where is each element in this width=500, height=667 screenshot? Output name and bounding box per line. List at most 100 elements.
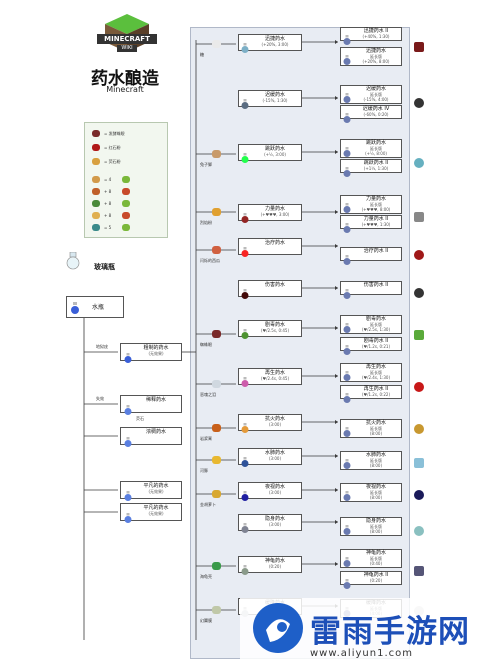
- potion-bottle-icon: [241, 518, 249, 537]
- result-name: 再生药水: [365, 364, 386, 370]
- result-line2: 延长版: [370, 322, 382, 327]
- result-bottle-icon: [343, 218, 351, 237]
- minecraft-wiki-logo: MINECRAFT WIKI: [97, 12, 157, 60]
- result-name: 治疗药水 II: [363, 248, 389, 254]
- result-box: 跳跃药水 II(+1¼, 1:30): [340, 159, 402, 177]
- branch-result-name: 平凡的药水: [143, 505, 169, 511]
- ingredient-icon: [212, 424, 221, 432]
- result-line3: (8:00): [369, 431, 383, 436]
- potion-bottle-icon: [241, 284, 249, 303]
- result-line2: 延长版: [370, 556, 382, 561]
- legend-result-icon: [122, 188, 130, 195]
- potion-name: 再生药水: [264, 370, 285, 376]
- branch-result-box: 平凡的药水(无效果): [120, 481, 182, 501]
- result-box: 夜视药水延长版(8:00): [340, 483, 402, 502]
- potion-box: 迟缓药水(-15%, 1:30): [238, 90, 302, 109]
- legend-result-icon: [122, 176, 130, 183]
- branch-result-name: 稀释药水: [145, 397, 166, 403]
- result-name: 伤害药水 II: [363, 282, 389, 288]
- result-box: 剧毒药水延长版(♥/2.5s, 1:30): [340, 315, 402, 334]
- glass-bottle-icon: [66, 251, 80, 270]
- ingredient-label: 闪烁的西瓜: [200, 258, 220, 263]
- result-name: 再生药水 II: [363, 386, 389, 392]
- legend-label: = 发酵蛛眼: [104, 131, 125, 136]
- potion-bottle-icon: [241, 452, 249, 471]
- potion-box: 夜视药水(3:00): [238, 482, 302, 501]
- ingredient-icon: [212, 380, 221, 388]
- result-box: 伤害药水 II: [340, 281, 402, 299]
- ingredient-icon: [212, 562, 221, 570]
- result-name: 跳跃药水 II: [363, 160, 389, 166]
- potion-name: 夜视药水: [264, 484, 285, 490]
- result-box: 力量药水延长版(+♥♥♥, 8:00): [340, 195, 402, 214]
- arrow-head: [335, 562, 338, 566]
- effect-icon: [414, 490, 424, 500]
- arrow-head: [335, 520, 338, 524]
- effect-icon: [414, 98, 424, 108]
- potion-box: 跳跃药水(+½, 3:00): [238, 144, 302, 163]
- effect-icon: [414, 212, 424, 222]
- result-line3: (8:00): [369, 463, 383, 468]
- glass-bottle-label: 玻璃瓶: [94, 263, 115, 271]
- result-bottle-icon: [343, 422, 351, 441]
- potion-effect: (3:00): [268, 422, 282, 427]
- result-name: 水肺药水: [365, 452, 386, 458]
- ingredient-label: 恶魂之泪: [200, 392, 216, 397]
- legend-recipe-icon: [92, 200, 100, 207]
- potion-box: 抗火药水(3:00): [238, 414, 302, 433]
- result-line2: 延长版: [370, 202, 382, 207]
- branch-result-box: 浓稠药水: [120, 427, 182, 447]
- potion-effect: (0:20): [268, 564, 282, 569]
- result-name: 神龟药水: [365, 550, 386, 556]
- result-line2: (♥/1.2s, 0:22): [361, 392, 391, 397]
- water-bottle-label: 水瓶: [92, 304, 105, 311]
- potion-bottle-icon: [241, 94, 249, 113]
- result-line2: (+40%, 1:30): [362, 34, 390, 39]
- legend-equation: = 5: [104, 225, 112, 230]
- arrow-head: [335, 454, 338, 458]
- result-box: 剧毒药水 II(♥/1.2s, 0:21): [340, 337, 402, 355]
- ingredient-icon: [212, 330, 221, 338]
- result-line3: (+½, 8:00): [365, 151, 387, 156]
- branch-label: 失效: [96, 396, 104, 401]
- result-line3: (♥/2.4s, 1:30): [361, 375, 391, 380]
- result-box: 再生药水延长版(♥/2.4s, 1:30): [340, 363, 402, 382]
- result-bottle-icon: [343, 198, 351, 217]
- result-line2: 延长版: [370, 458, 382, 463]
- watermark-logo-icon: [250, 600, 306, 656]
- result-line2: (-60%, 0:20): [363, 112, 389, 117]
- result-line3: (+♥♥♥, 8:00): [361, 207, 391, 212]
- result-line3: (0:40): [369, 561, 383, 566]
- potion-name: 水肺药水: [264, 450, 285, 456]
- result-line3: (♥/2.5s, 1:30): [361, 327, 391, 332]
- effect-icon: [414, 458, 424, 468]
- result-line2: 延长版: [370, 92, 382, 97]
- ingredient-label: 糖: [200, 52, 204, 57]
- water-bottle-icon: [70, 299, 80, 314]
- potion-name: 剧毒药水: [264, 322, 285, 328]
- watermark-url: www.aliyun1.com: [310, 648, 413, 659]
- potion-bottle-icon: [241, 242, 249, 261]
- result-box: 跳跃药水延长版(+½, 8:00): [340, 139, 402, 158]
- result-name: 神龟药水 II: [363, 572, 389, 578]
- potion-name: 抗火药水: [264, 416, 285, 422]
- potion-name: 治疗药水: [264, 240, 285, 246]
- result-box: 迅捷药水 II(+40%, 1:30): [340, 27, 402, 45]
- result-box: 再生药水 II(♥/1.2s, 0:22): [340, 385, 402, 403]
- result-line2: (♥/1.2s, 0:21): [361, 344, 391, 349]
- legend-result-icon: [122, 200, 130, 207]
- potion-effect: (3:00): [268, 490, 282, 495]
- potion-name: 迟缓药水: [264, 92, 285, 98]
- effect-icon: [414, 566, 424, 576]
- result-line2: (0:20): [369, 578, 383, 583]
- arrow-head: [335, 420, 338, 424]
- ingredient-icon: [212, 40, 221, 48]
- result-line2: 延长版: [370, 490, 382, 495]
- result-box: 迟缓药水延长版(-15%, 4:00): [340, 85, 402, 104]
- logo-subtext: WIKI: [121, 45, 133, 51]
- arrow-head: [335, 286, 338, 290]
- legend-equation: + 8: [104, 189, 112, 194]
- result-line3: (-15%, 4:00): [363, 97, 389, 102]
- potion-name: 力量药水: [264, 206, 285, 212]
